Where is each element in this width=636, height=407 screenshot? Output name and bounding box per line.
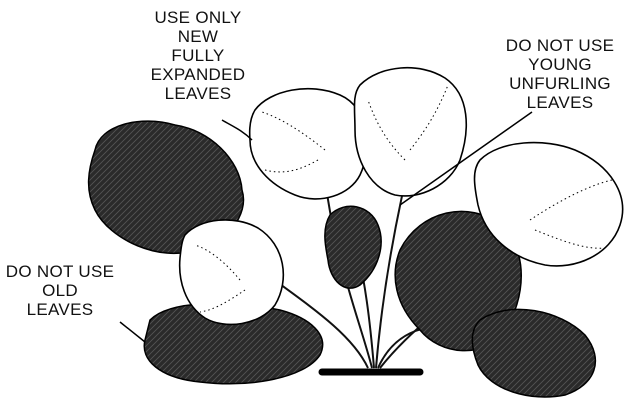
- annotation-line: DO NOT USE: [490, 36, 630, 55]
- annotation-line: YOUNG: [490, 55, 630, 74]
- annotation-line: OLD: [4, 281, 116, 300]
- annotation-line: EXPANDED: [138, 65, 258, 84]
- annotation-line: LEAVES: [138, 84, 258, 103]
- young-leaves: [325, 206, 381, 288]
- annotation-old-leaves: DO NOT USE OLD LEAVES: [4, 262, 116, 319]
- annotation-line: UNFURLING: [490, 74, 630, 93]
- annotation-line: LEAVES: [490, 93, 630, 112]
- annotation-young-leaves: DO NOT USE YOUNG UNFURLING LEAVES: [490, 36, 630, 112]
- annotation-line: DO NOT USE: [4, 262, 116, 281]
- annotation-line: LEAVES: [4, 300, 116, 319]
- annotation-line: NEW: [138, 27, 258, 46]
- annotation-new-leaves: USE ONLY NEW FULLY EXPANDED LEAVES: [138, 8, 258, 103]
- annotation-line: USE ONLY: [138, 8, 258, 27]
- annotation-line: FULLY: [138, 46, 258, 65]
